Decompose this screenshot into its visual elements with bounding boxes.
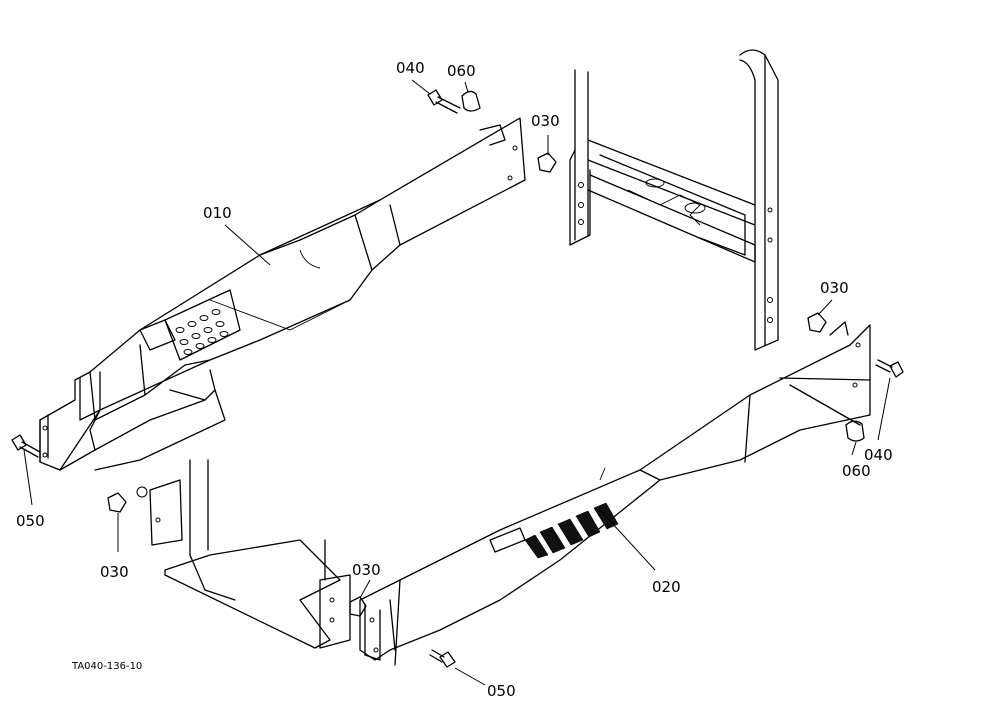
drawing-reference-code: TA040-136-10 — [71, 661, 142, 672]
cushion-060-top — [461, 90, 481, 112]
callout-060-top: 060 — [447, 62, 476, 80]
bolt-050-lower — [429, 649, 456, 668]
callout-030-lower: 030 — [352, 561, 381, 579]
lower-mount-assembly — [136, 459, 351, 649]
tread-plate-ribs — [524, 502, 619, 559]
callout-050-left: 050 — [16, 512, 45, 530]
callout-030-right: 030 — [820, 279, 849, 297]
nut-030-lower — [349, 596, 367, 617]
callout-020: 020 — [652, 578, 681, 596]
bolt-040-top — [427, 89, 461, 114]
callout-030-left: 030 — [100, 563, 129, 581]
callout-labels: 010 020 030 030 030 030 040 040 050 050 … — [16, 59, 893, 700]
nut-030-right — [807, 312, 827, 333]
leader-lines — [23, 79, 891, 686]
rear-frame-upright — [569, 49, 779, 351]
nut-030-left — [107, 492, 127, 513]
bolt-040-right — [875, 359, 904, 378]
side-frame-020 — [359, 321, 871, 666]
callout-040-top: 040 — [396, 59, 425, 77]
tread-plate-slots — [164, 289, 241, 361]
callout-050-lower: 050 — [487, 682, 516, 700]
callout-040-right: 040 — [864, 446, 893, 464]
callout-060-right: 060 — [842, 462, 871, 480]
callout-030-top: 030 — [531, 112, 560, 130]
cushion-060-right — [845, 420, 865, 442]
callout-010: 010 — [203, 204, 232, 222]
bolt-050-left — [11, 434, 41, 458]
fasteners — [11, 89, 904, 668]
side-frame-010 — [39, 117, 526, 471]
nut-030-top — [537, 152, 557, 173]
